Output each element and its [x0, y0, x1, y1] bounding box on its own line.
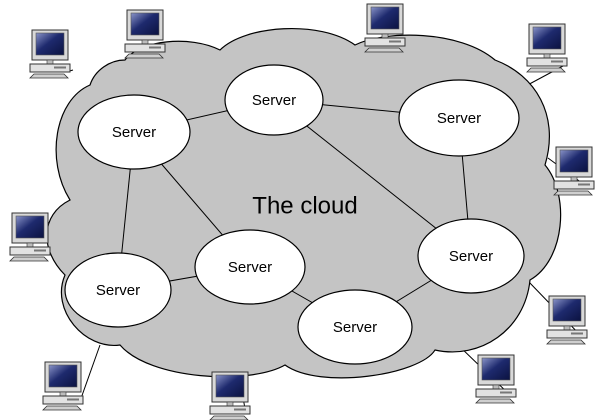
server-ellipse [224, 64, 324, 136]
desktop-computer-icon [526, 23, 568, 73]
server-label: Server [228, 259, 272, 276]
cloud-title: The cloud [252, 192, 357, 219]
desktop-computer-icon [553, 146, 595, 196]
client-connection-9 [78, 344, 101, 405]
server-label: Server [449, 248, 493, 265]
server-node-6: Server [417, 218, 525, 294]
server-ellipse [417, 218, 525, 294]
server-node-4: Server [64, 252, 172, 328]
server-label: Server [437, 110, 481, 127]
desktop-computer-icon [124, 9, 166, 59]
server-ellipse [398, 79, 520, 157]
desktop-computer-icon [9, 212, 51, 262]
desktop-computer-icon [209, 371, 251, 420]
desktop-computer-icon [364, 3, 406, 53]
server-node-3: Server [398, 79, 520, 157]
server-ellipse [297, 289, 413, 365]
server-node-2: Server [224, 64, 324, 136]
server-ellipse [77, 94, 191, 170]
server-label: Server [112, 124, 156, 141]
desktop-computer-icon [42, 361, 84, 411]
server-ellipse [194, 229, 306, 305]
desktop-computer-icon [546, 295, 588, 345]
server-node-5: Server [194, 229, 306, 305]
servers: ServerServerServerServerServerServerServ… [64, 64, 525, 365]
server-label: Server [252, 92, 296, 109]
server-ellipse [64, 252, 172, 328]
desktop-computer-icon [475, 354, 517, 404]
desktop-computer-icon [29, 29, 71, 79]
server-label: Server [96, 282, 140, 299]
server-label: Server [333, 319, 377, 336]
server-node-7: Server [297, 289, 413, 365]
server-node-1: Server [77, 94, 191, 170]
